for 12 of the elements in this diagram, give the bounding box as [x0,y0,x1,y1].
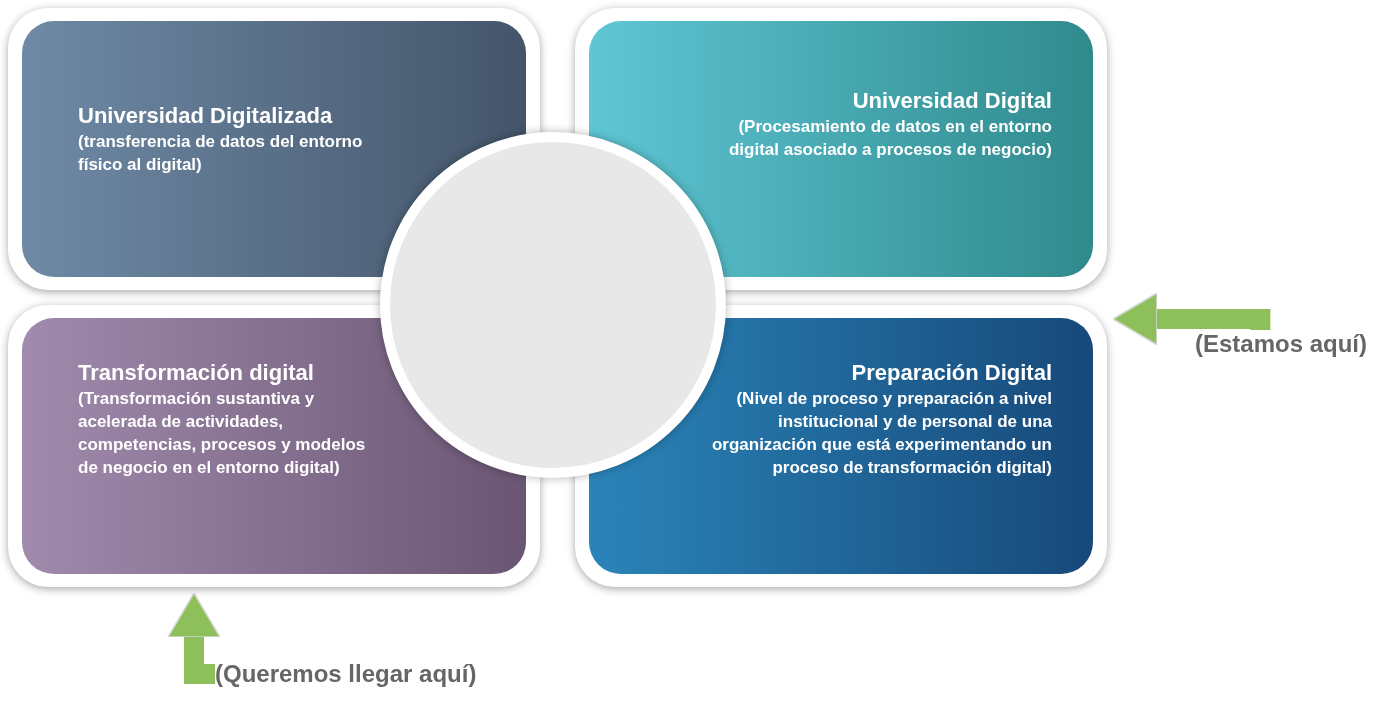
card-description: (Transformación sustantiva y acelerada de actividades, competencias, procesos y modelos de negocio en el entorno digital) [78,388,367,479]
arrow [1112,292,1271,346]
card-description: (Nivel de proceso y preparación a nivel institucional y de personal de una organización que está experimentando un proceso de transformación digital) [710,388,1052,479]
pointer-label: (Queremos llegar aquí) [215,660,477,688]
arrow [167,592,221,684]
card-heading: Preparación Digital [850,360,1052,386]
card-heading: Universidad Digital [851,88,1052,114]
card-heading: Universidad Digitalizada [78,103,334,129]
card-heading: Transformación digital [78,360,315,386]
card-description: (Procesamiento de datos en el entorno digital asociado a procesos de negocio) [727,116,1052,161]
card-description: (transferencia de datos del entorno físico al digital) [78,131,364,176]
pointer-label: (Estamos aquí) [1195,330,1368,358]
